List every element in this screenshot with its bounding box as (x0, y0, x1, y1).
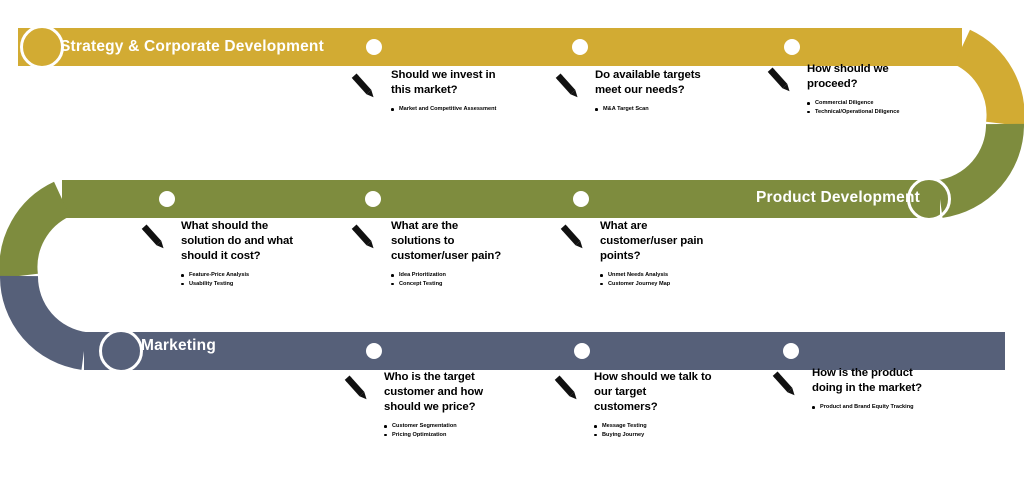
pencil-icon (344, 375, 367, 400)
question-bullets: Product and Brand Equity Tracking (812, 403, 930, 412)
turn-node-icon[interactable] (99, 329, 143, 373)
question-body: How is the product doing in the market? … (812, 366, 930, 412)
question-bullets: Customer Segmentation Pricing Optimizati… (384, 422, 502, 439)
band-label-marketing: Marketing (141, 337, 217, 354)
bullet-item: Technical/Operational Diligence (807, 108, 925, 117)
bullet-item: Unmet Needs Analysis (600, 271, 718, 280)
bullet-item: M&A Target Scan (595, 105, 713, 114)
bullet-item: Idea Prioritization (391, 271, 509, 280)
question-title: What are customer/user pain points? (600, 220, 704, 263)
bullet-item: Pricing Optimization (384, 431, 502, 440)
question-title: How should we talk to our target custome… (594, 371, 712, 414)
question-body: Should we invest in this market? Market … (391, 68, 509, 114)
pencil-icon (560, 224, 583, 249)
bullet-item: Customer Segmentation (384, 422, 502, 431)
station-dot-icon[interactable] (573, 191, 589, 207)
question-bullets: Message Testing Buying Journey (594, 422, 712, 439)
station-dot-icon[interactable] (366, 343, 382, 359)
bullet-item: Feature-Price Analysis (181, 271, 299, 280)
question-body: What should the solution do and what sho… (181, 219, 299, 288)
pencil-icon (772, 371, 795, 396)
question-body: Do available targets meet our needs? M&A… (595, 68, 713, 114)
question-title: What should the solution do and what sho… (181, 220, 293, 263)
question-body: How should we proceed? Commercial Dilige… (807, 62, 925, 116)
question-title: Who is the target customer and how shoul… (384, 371, 484, 414)
station-dot-icon[interactable] (783, 343, 799, 359)
left-turn-slate (0, 275, 88, 370)
question-body: What are customer/user pain points? Unme… (600, 219, 718, 288)
bullet-item: Buying Journey (594, 431, 712, 440)
question-body: How should we talk to our target custome… (594, 370, 712, 439)
bullet-item: Product and Brand Equity Tracking (812, 403, 930, 412)
bullet-item: Usability Testing (181, 280, 299, 289)
question-bullets: M&A Target Scan (595, 105, 713, 114)
right-turn-olive (936, 123, 1024, 218)
pencil-icon (554, 375, 577, 400)
bullet-item: Commercial Diligence (807, 99, 925, 108)
left-turn-olive (0, 181, 71, 279)
question-title: What are the solutions to customer/user … (391, 220, 502, 263)
question-title: Should we invest in this market? (391, 69, 496, 97)
band-label-strategy: Strategy & Corporate Development (60, 38, 324, 55)
turn-node-icon[interactable] (907, 177, 951, 221)
station-dot-icon[interactable] (574, 343, 590, 359)
question-bullets: Idea Prioritization Concept Testing (391, 271, 509, 288)
question-title: Do available targets meet our needs? (595, 69, 701, 97)
question-body: What are the solutions to customer/user … (391, 219, 509, 288)
band-label-product: Product Development (756, 189, 920, 206)
pencil-icon (351, 73, 374, 98)
station-dot-icon[interactable] (159, 191, 175, 207)
station-dot-icon[interactable] (784, 39, 800, 55)
pencil-icon (767, 67, 790, 92)
station-dot-icon[interactable] (572, 39, 588, 55)
bullet-item: Concept Testing (391, 280, 509, 289)
question-title: How should we proceed? (807, 63, 889, 91)
bullet-item: Customer Journey Map (600, 280, 718, 289)
start-node-icon[interactable] (20, 25, 64, 69)
pencil-icon (141, 224, 164, 249)
right-turn-gold (953, 29, 1024, 127)
question-body: Who is the target customer and how shoul… (384, 370, 502, 439)
question-bullets: Commercial Diligence Technical/Operation… (807, 99, 925, 116)
question-bullets: Market and Competitive Assessment (391, 105, 509, 114)
station-dot-icon[interactable] (366, 39, 382, 55)
pencil-icon (351, 224, 374, 249)
station-dot-icon[interactable] (365, 191, 381, 207)
pencil-icon (555, 73, 578, 98)
bullet-item: Market and Competitive Assessment (391, 105, 509, 114)
bullet-item: Message Testing (594, 422, 712, 431)
question-bullets: Unmet Needs Analysis Customer Journey Ma… (600, 271, 718, 288)
question-bullets: Feature-Price Analysis Usability Testing (181, 271, 299, 288)
question-title: How is the product doing in the market? (812, 367, 923, 395)
